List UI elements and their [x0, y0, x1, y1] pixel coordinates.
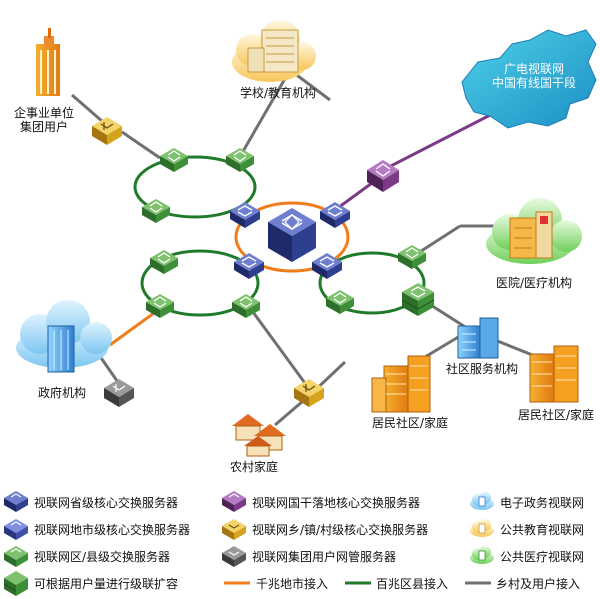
residential-building-1-icon: [371, 355, 431, 413]
education-cloud-icon: [232, 20, 316, 82]
county-server-cascaded: [401, 283, 435, 316]
county-server-1: [160, 148, 188, 172]
china-map-icon: [461, 29, 597, 129]
township-server-enterprise: [92, 117, 122, 145]
enterprise-building-icon: [36, 28, 60, 96]
legend-county-text: 视联网区/县级交换服务器: [34, 550, 171, 564]
county-server-8: [326, 290, 354, 314]
city-server-2: [320, 202, 350, 228]
legend-egov-text: 电子政务视联网: [500, 496, 585, 510]
medical-cloud-icon: [486, 198, 582, 264]
county-server-2: [226, 148, 254, 172]
legend-township-icon: [222, 519, 246, 540]
residential-2-label: 居民社区/家庭: [518, 408, 595, 422]
county-server-6: [232, 294, 260, 318]
city-server-4: [312, 253, 342, 279]
city-server-1: [230, 202, 260, 228]
county-server-7: [398, 245, 426, 269]
city-server-3: [234, 253, 264, 279]
rural-label: 农村家庭: [230, 460, 279, 474]
enterprise-label-line2: 集团用户: [20, 120, 69, 134]
community-service-label: 社区服务机构: [446, 362, 519, 376]
school-label: 学校/教育机构: [240, 86, 317, 100]
legend-gigabit-text: 千兆地市接入: [256, 577, 329, 591]
legend-backbone-icon: [222, 491, 246, 512]
township-server-rural: [294, 379, 324, 407]
legend-cascade-text: 可根据用户量进行级联扩容: [34, 577, 179, 591]
group-user-server: [104, 379, 134, 407]
legend-medical-text: 公共医疗视联网: [500, 550, 585, 564]
legend-backbone-text: 视联网国干落地核心交换服务器: [252, 496, 421, 510]
legend-city-icon: [4, 519, 28, 540]
legend-provincial-text: 视联网省级核心交换服务器: [34, 496, 179, 510]
residential-1-label: 居民社区/家庭: [372, 416, 449, 430]
backbone-landing-server: [367, 160, 399, 192]
legend-education-cloud-icon: [470, 519, 494, 537]
government-cloud-icon: [16, 300, 112, 373]
enterprise-label: 企事业单位 集团用户: [14, 106, 74, 134]
legend-city-text: 视联网地市级核心交换服务器: [34, 523, 191, 537]
county-server-5: [146, 294, 174, 318]
residential-building-2-icon: [529, 345, 579, 403]
legend-county-icon: [4, 546, 28, 567]
county-server-3: [142, 199, 170, 223]
legend-cascade-icon: [3, 571, 28, 596]
legend-group-icon: [222, 546, 246, 567]
county-server-4: [150, 250, 178, 274]
legend-group-text: 视联网集团用户网管服务器: [252, 550, 397, 564]
legend-medical-cloud-icon: [470, 546, 494, 564]
rural-houses-icon: [232, 414, 286, 457]
legend-egov-cloud-icon: [470, 492, 494, 510]
legend-rural-text: 乡村及用户接入: [496, 577, 581, 591]
government-label: 政府机构: [38, 386, 87, 400]
legend-hundred-text: 百兆区县接入: [376, 577, 449, 591]
provincial-core-server: [268, 208, 316, 262]
national-backbone-label-line2: 中国有线国干段: [492, 76, 577, 90]
hospital-label: 医院/医疗机构: [496, 276, 573, 290]
national-backbone-label-line1: 广电视联网: [504, 62, 565, 76]
legend-township-text: 视联网乡/镇/村级核心交换服务器: [252, 523, 429, 537]
legend-icons: [3, 491, 494, 596]
legend-education-text: 公共教育视联网: [500, 523, 585, 537]
national-backbone-label: 广电视联网 中国有线国干段: [492, 62, 576, 90]
enterprise-label-line1: 企事业单位: [14, 106, 75, 120]
community-service-building-icon: [457, 317, 499, 359]
legend-provincial-icon: [4, 491, 28, 512]
